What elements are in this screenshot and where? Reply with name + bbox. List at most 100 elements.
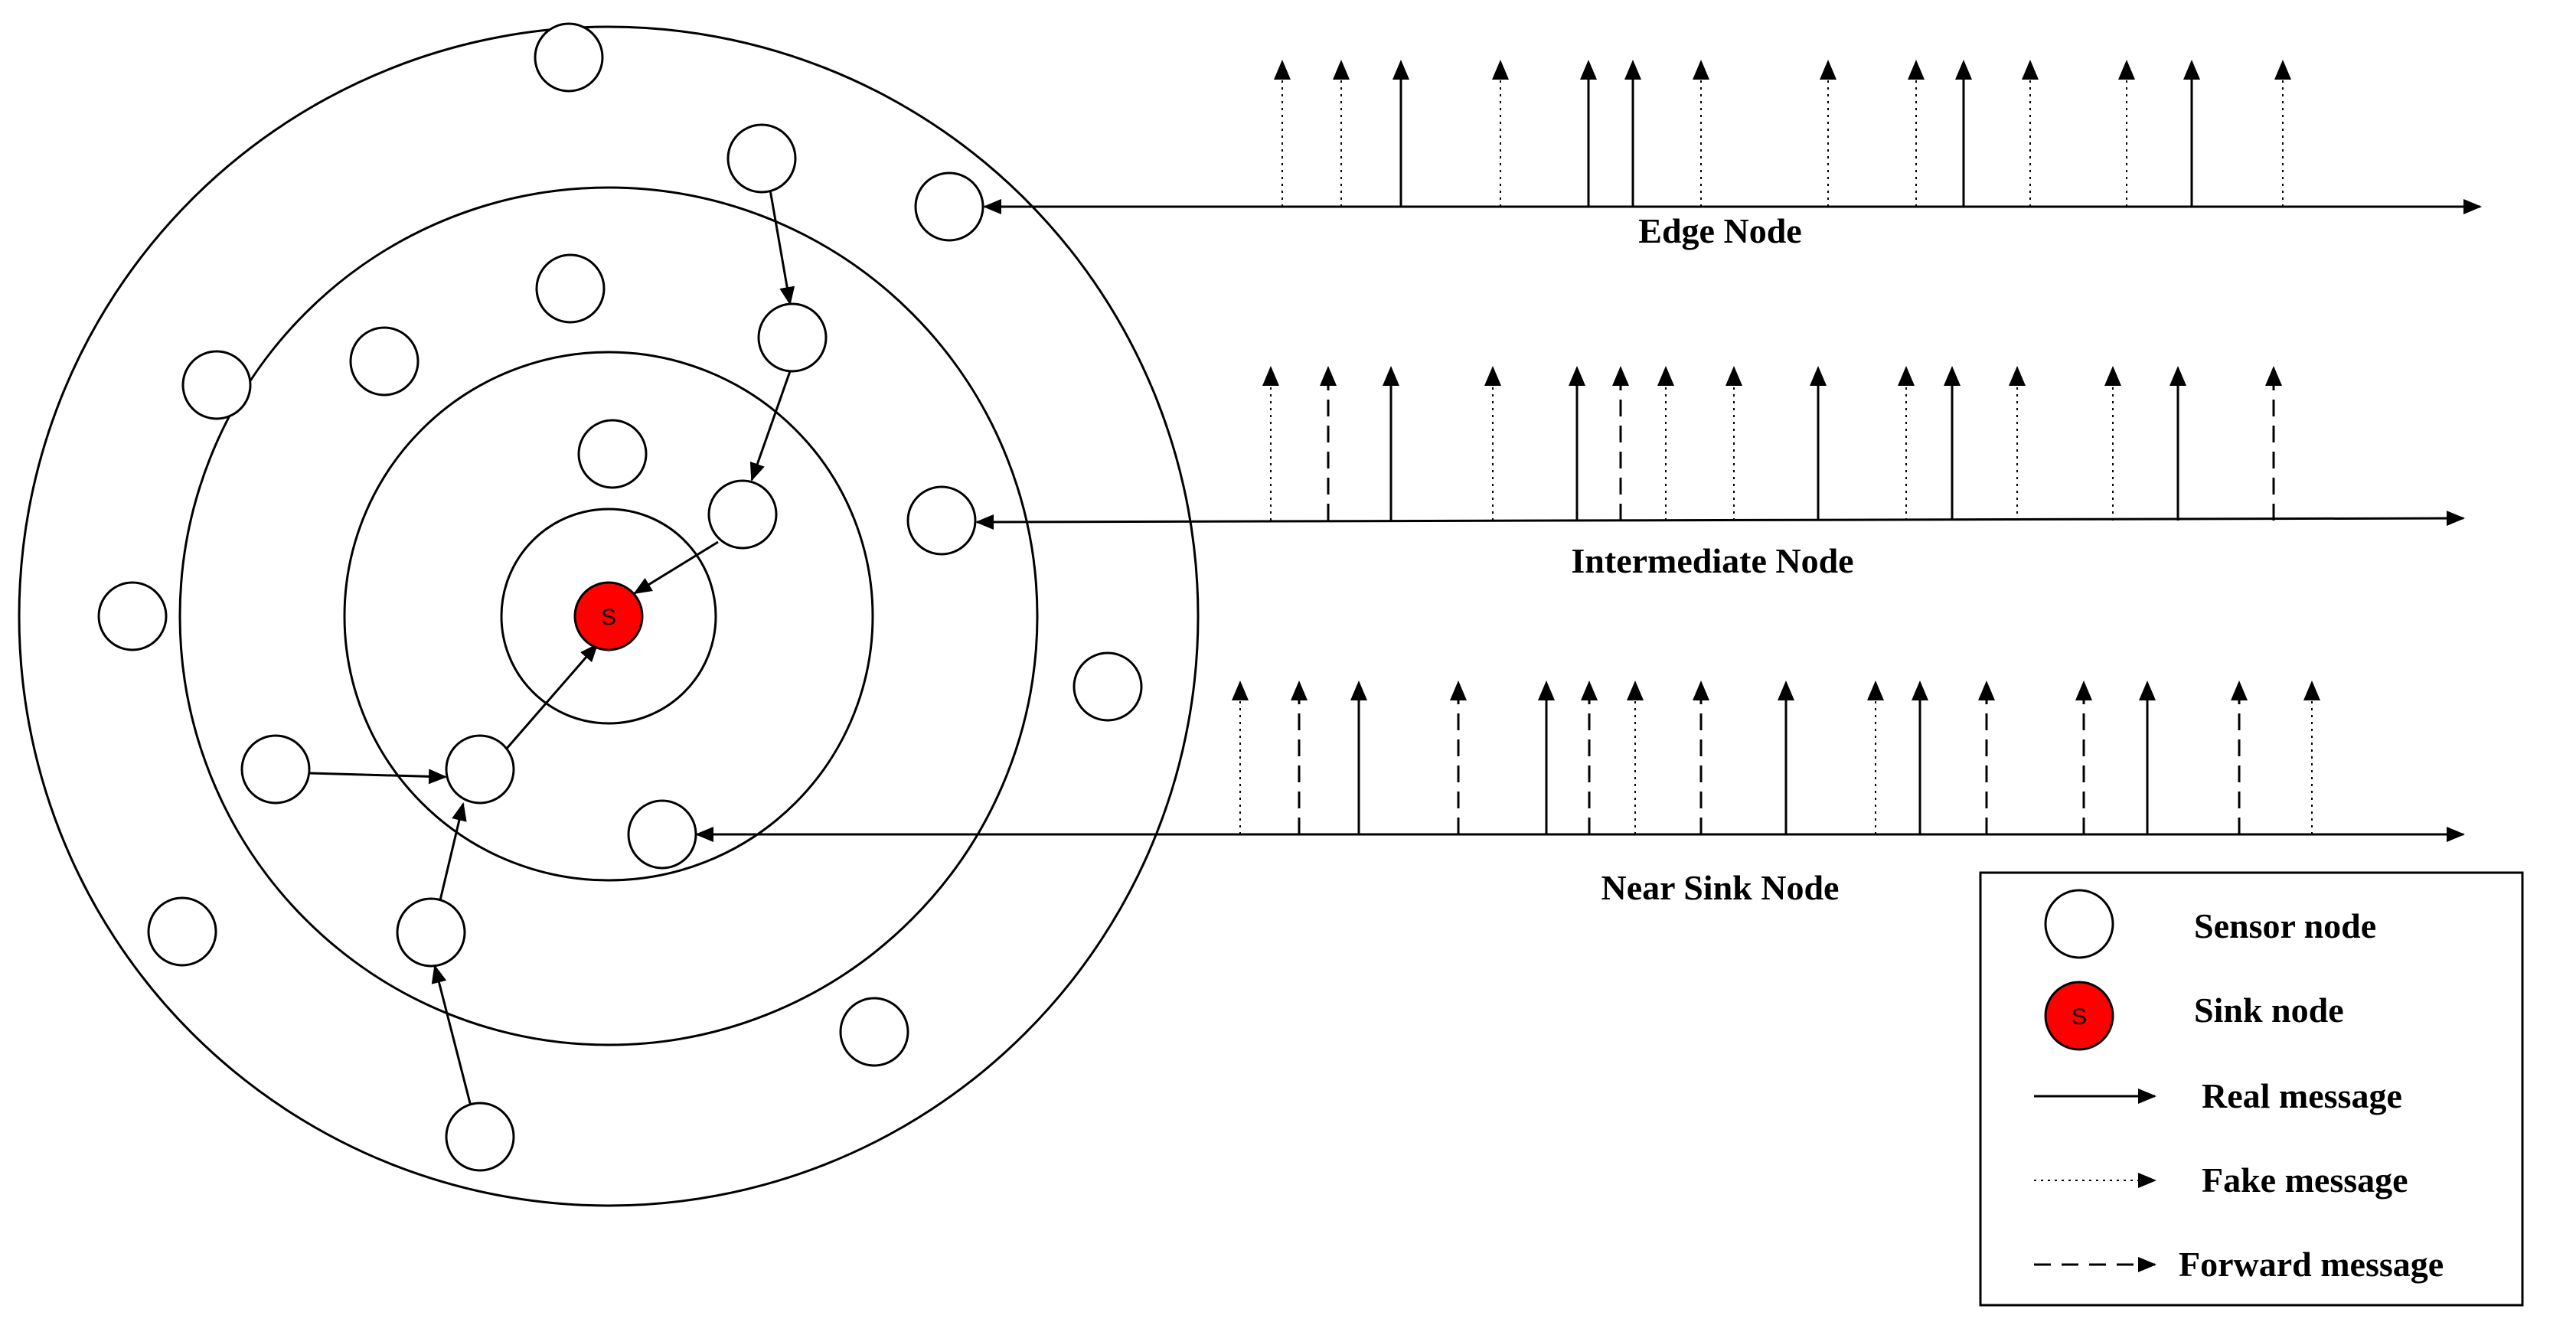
sensor-node <box>757 302 828 373</box>
forward-message-arrow-head <box>1612 366 1629 386</box>
sensor-node <box>707 479 778 550</box>
sensor-node <box>445 1102 515 1172</box>
sensor-node <box>1073 651 1143 722</box>
sensor-node <box>627 799 697 870</box>
fake-message-arrow-head <box>1333 60 1350 80</box>
track-label-edge-node: Edge Node <box>1638 211 1801 250</box>
forward-message-arrow-head <box>1978 681 1995 700</box>
fake-message-arrow-head <box>1725 366 1742 386</box>
sensor-node <box>349 326 420 397</box>
routing-arrows <box>309 189 795 1107</box>
sink-node-letter: S <box>601 605 616 630</box>
real-message-arrow-head <box>2170 366 2186 386</box>
forward-message-arrow-head <box>2265 366 2282 386</box>
forward-message-arrow-head <box>2075 681 2092 700</box>
legend-real-message-label: Real message <box>2202 1076 2402 1115</box>
fake-message-arrow-head <box>1867 681 1884 700</box>
route-arrow <box>504 643 599 751</box>
track-intermediate-node: Intermediate Node <box>975 366 2465 580</box>
fake-message-arrow-head <box>1492 60 1509 80</box>
network-rings <box>18 25 1200 1207</box>
legend-sensor-node-label: Sensor node <box>2194 906 2376 945</box>
fake-message-arrow-head <box>1820 60 1837 80</box>
sensor-node <box>535 253 606 324</box>
fake-message-arrow-head <box>1627 681 1644 700</box>
real-message-arrow-head <box>1944 366 1961 386</box>
fake-message-arrow-head <box>1232 681 1249 700</box>
track-axis <box>978 511 2465 527</box>
track-edge-node: Edge Node <box>983 60 2482 250</box>
sensor-node <box>445 734 515 805</box>
intermediate-node-messages <box>1262 366 2282 521</box>
fake-message-arrow-head <box>1274 60 1291 80</box>
sink-node-circle <box>573 581 644 651</box>
fake-message-arrow-head <box>2274 60 2291 80</box>
sensor-nodes <box>97 22 1143 1172</box>
real-message-arrow-head <box>2139 681 2156 700</box>
fake-message-arrow-head <box>1898 366 1915 386</box>
real-message-arrow-head <box>2183 60 2200 80</box>
legend-sensor-node-icon <box>2044 889 2114 959</box>
forward-message-arrow-head <box>1693 681 1709 700</box>
legend-sink-node-icon <box>2044 981 2114 1051</box>
real-message-arrow-head <box>1569 366 1585 386</box>
legend-forward-message-label: Forward message <box>2179 1245 2444 1284</box>
legend-sink-node-letter: S <box>2072 1004 2087 1030</box>
forward-message-arrow-head <box>1450 681 1467 700</box>
fake-message-arrow-head <box>2022 60 2039 80</box>
real-message-arrow-head <box>1383 366 1399 386</box>
route-arrow <box>749 370 792 481</box>
third-ring <box>343 351 874 882</box>
real-message-arrow-head <box>1912 681 1928 700</box>
fake-message-arrow-head <box>1657 366 1674 386</box>
real-message-arrow-head <box>1350 681 1367 700</box>
real-message-arrow-head <box>1580 60 1597 80</box>
sensor-node <box>726 123 797 194</box>
sensor-node <box>147 896 217 967</box>
sensor-node <box>577 419 648 489</box>
edge-node-messages <box>1274 60 2291 207</box>
legend-fake-message-label: Fake message <box>2202 1160 2408 1200</box>
track-label-near-sink-node: Near Sink Node <box>1601 868 1840 907</box>
sink-node: S <box>573 581 644 651</box>
sensor-node <box>534 22 604 93</box>
route-arrow <box>309 769 447 785</box>
near-sink-node-messages <box>1232 681 2320 834</box>
forward-message-arrow-head <box>1581 681 1598 700</box>
fake-message-arrow-head <box>2009 366 2026 386</box>
legend: Sensor node S Sink node Real message Fak… <box>1979 871 2524 1307</box>
real-message-arrow-head <box>1955 60 1972 80</box>
sensor-node <box>839 997 909 1067</box>
real-message-arrow-head <box>1778 681 1794 700</box>
fake-message-arrow-head <box>2118 60 2135 80</box>
outer-ring <box>18 25 1200 1207</box>
real-message-arrow-head <box>1538 681 1555 700</box>
real-message-arrow-head <box>1810 366 1827 386</box>
forward-message-arrow-head <box>1291 681 1308 700</box>
real-message-arrow-head <box>1624 60 1641 80</box>
sensor-node <box>240 734 311 805</box>
route-arrow <box>431 965 472 1107</box>
forward-message-arrow-head <box>1320 366 1337 386</box>
route-arrow <box>633 540 719 595</box>
track-near-sink-node: Near Sink Node <box>695 681 2465 907</box>
fake-message-arrow-head <box>2303 681 2320 700</box>
fake-message-arrow-head <box>2104 366 2121 386</box>
sensor-node <box>396 897 466 968</box>
real-message-arrow-head <box>1392 60 1409 80</box>
fake-message-arrow-head <box>1484 366 1501 386</box>
fake-message-arrow-head <box>1908 60 1925 80</box>
sensor-node <box>914 171 984 242</box>
route-arrow <box>439 802 467 901</box>
fake-message-arrow-head <box>1693 60 1709 80</box>
forward-message-arrow-head <box>2231 681 2248 700</box>
inner-ring <box>500 508 717 725</box>
sensor-node <box>906 485 977 556</box>
sensor-node <box>97 581 168 651</box>
sensor-node <box>181 350 252 420</box>
track-label-intermediate-node: Intermediate Node <box>1571 541 1853 580</box>
fake-message-arrow-head <box>1262 366 1279 386</box>
route-arrow <box>769 189 795 305</box>
second-ring <box>178 186 1039 1046</box>
